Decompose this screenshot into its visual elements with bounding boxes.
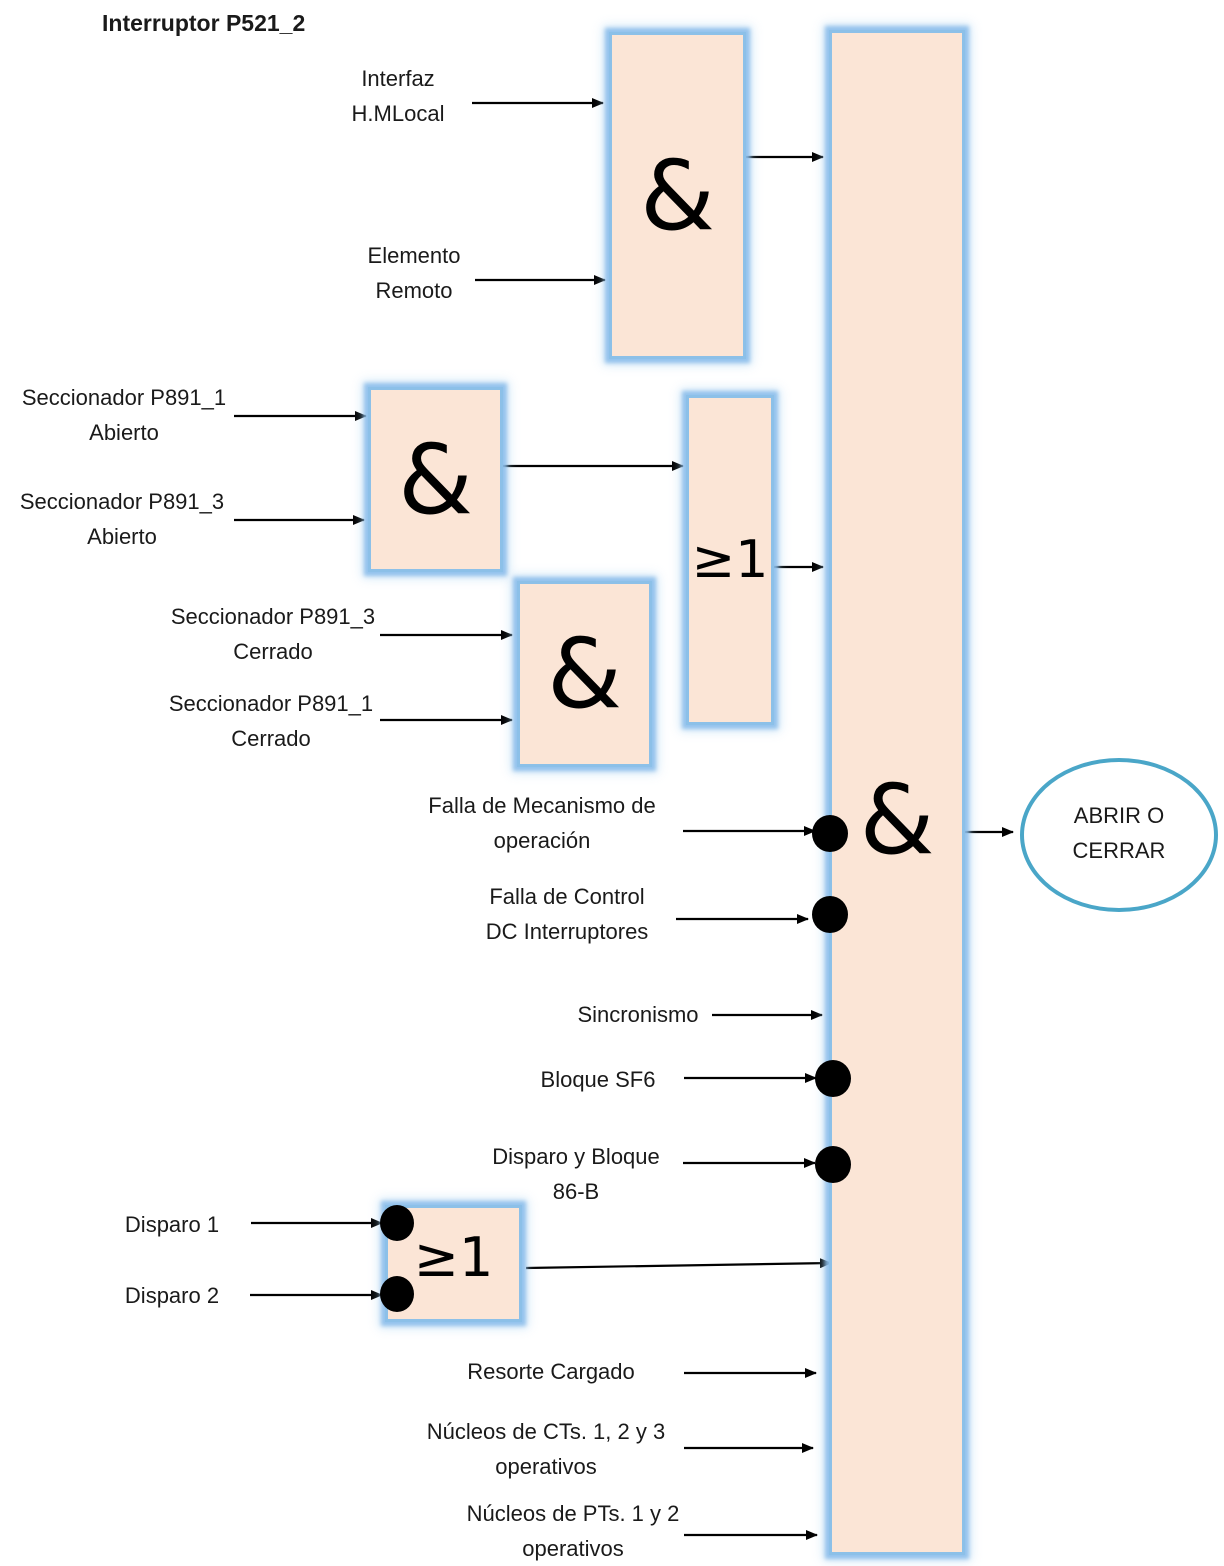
negation-bubble (815, 1146, 851, 1183)
and-gate-2: & (368, 387, 503, 572)
negation-bubble (812, 815, 848, 852)
or-gate-1: ≥1 (686, 395, 774, 725)
and-gate-3: & (517, 581, 652, 767)
negation-bubble (815, 1060, 851, 1097)
negation-bubble (812, 896, 848, 933)
label-bloque-sf6: Bloque SF6 (540, 1067, 656, 1092)
output-label: ABRIR O CERRAR (1072, 803, 1166, 863)
and-gate-1-symbol: & (640, 139, 715, 252)
output-oval: ABRIR O CERRAR (1020, 758, 1218, 912)
or-gate-2-symbol: ≥1 (413, 1225, 494, 1289)
and-gate-3-symbol: & (547, 618, 622, 730)
and-gate-2-symbol: & (398, 423, 473, 536)
label-resorte: Resorte Cargado (467, 1359, 635, 1384)
diagram-title: Interruptor P521_2 (102, 10, 306, 36)
main-and-gate: & (829, 30, 965, 1555)
main-and-symbol: & (859, 764, 935, 876)
label-disparo-1: Disparo 1 (124, 1212, 220, 1237)
negation-bubble (380, 1276, 414, 1312)
wire-or2-out (525, 1258, 832, 1270)
or-gate-1-symbol: ≥1 (691, 530, 769, 590)
and-gate-1: & (609, 32, 746, 359)
label-sincronismo: Sincronismo (577, 1002, 699, 1027)
negation-bubble (380, 1205, 414, 1241)
label-disparo-2: Disparo 2 (124, 1283, 220, 1308)
